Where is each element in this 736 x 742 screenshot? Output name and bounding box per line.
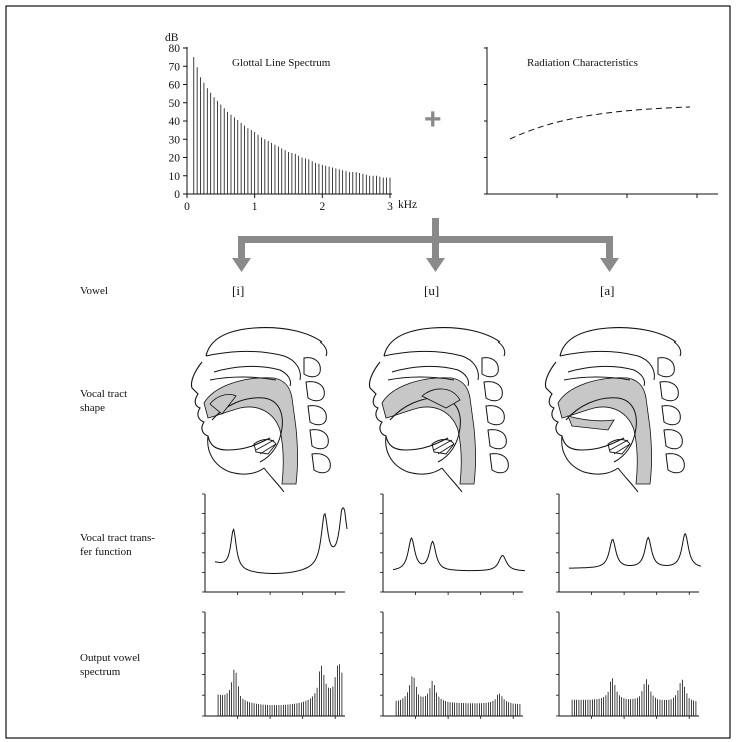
transfer-curve-a [569,533,702,569]
vowel-label-u: [u] [424,283,439,298]
output-spectrum-a [556,611,699,719]
output-spectrum-i [202,611,345,719]
plus-sign: + [424,103,442,136]
figure-frame [5,5,731,739]
row-label-vocal-tract-2: shape [80,402,105,414]
glottal-y-tick-label: 80 [169,43,181,55]
glottal-harmonic-lines [193,57,391,194]
row-label-transfer-1: Vocal tract trans- [80,532,155,544]
glottal-y-unit: dB [165,32,179,44]
vocal-tract-a [544,327,685,493]
row-label-vocal-tract-1: Vocal tract [80,388,127,400]
vowel-label-a: [a] [600,283,614,298]
transfer-curve-u [392,536,525,572]
radiation-ticks [484,47,698,198]
vowel-label-i: [i] [232,283,244,298]
glottal-y-tick-label: 70 [169,61,181,73]
transfer-function-a [556,493,702,595]
glottal-spectrum-chart: dB 0 10 20 30 40 50 60 70 80 0 1 2 3 Glottal Line S… [165,32,417,213]
glottal-y-tick-label: 40 [169,116,181,128]
glottal-y-tick-label: 50 [169,98,181,110]
glottal-x-tick-label: 1 [252,201,258,213]
radiation-title: Radiation Characteristics [527,57,638,69]
row-label-transfer-2: fer function [80,546,132,558]
glottal-title: Glottal Line Spectrum [232,57,331,69]
glottal-x-tick-label: 0 [184,201,190,213]
glottal-y-tick-label: 0 [174,189,180,201]
transfer-function-i [202,493,348,595]
glottal-y-tick-label: 20 [169,153,181,165]
glottal-y-ticks: 0 10 20 30 40 50 60 70 80 [169,43,187,201]
glottal-y-tick-label: 10 [169,171,181,183]
vocal-tract-i [190,327,331,493]
row-label-output-1: Output vowel [80,652,140,664]
glottal-x-ticks: 0 1 2 3 [184,194,393,213]
row-label-output-2: spectrum [80,666,121,678]
radiation-chart: Radiation Characteristics [484,47,718,198]
radiation-curve [509,106,691,140]
glottal-x-tick-label: 2 [319,201,325,213]
transfer-curve-i [214,507,348,574]
output-spectrum-u [380,611,523,719]
vocal-tract-u [368,327,509,493]
glottal-y-tick-label: 30 [169,134,181,146]
transfer-function-u [380,493,525,595]
glottal-x-unit: kHz [398,199,417,211]
glottal-x-tick-label: 3 [387,201,393,213]
glottal-y-tick-label: 60 [169,80,181,92]
branch-arrow [232,218,619,272]
row-label-vowel: Vowel [80,285,108,297]
